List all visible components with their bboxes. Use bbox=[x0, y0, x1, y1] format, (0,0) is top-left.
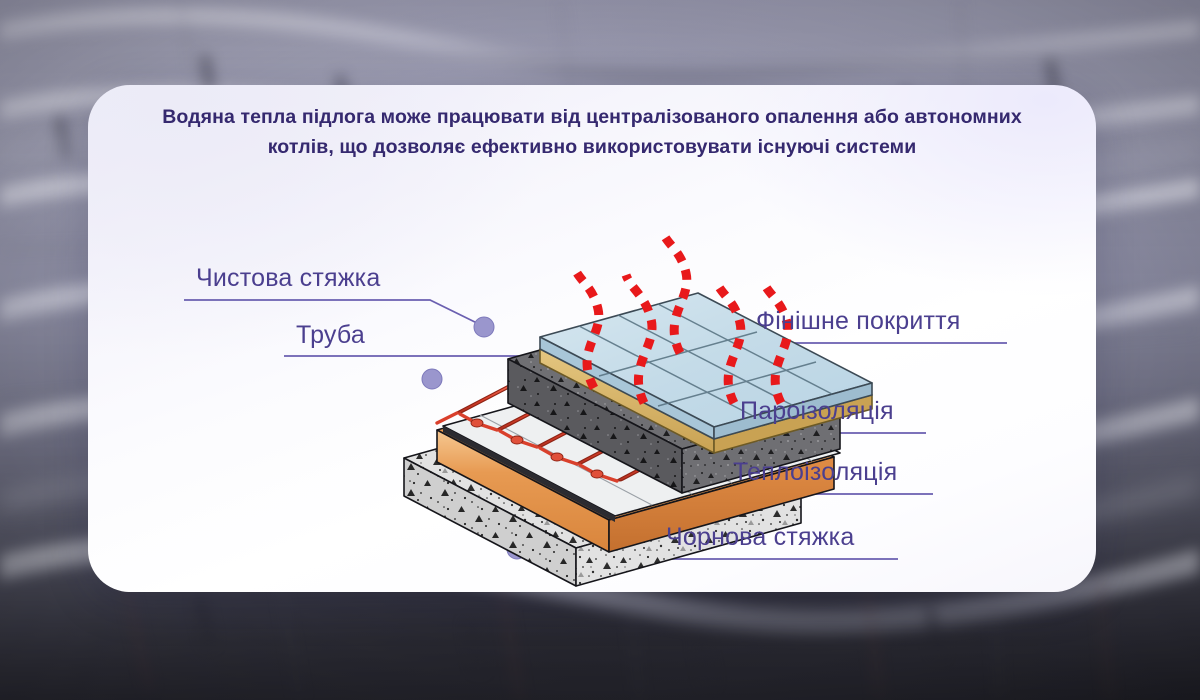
label-pipe: Труба bbox=[296, 321, 365, 349]
anchor-dot-pipe bbox=[421, 368, 443, 390]
label-vapour-barrier: Пароізоляція bbox=[740, 397, 894, 425]
anchor-dot-finish-screed bbox=[473, 316, 495, 338]
label-thermal-insulation: Теплоізоляція bbox=[733, 458, 898, 486]
heat-arrow-1 bbox=[570, 266, 604, 391]
label-finish-covering: Фінішне покриття bbox=[756, 307, 961, 335]
content-card: Водяна тепла підлога може працювати від … bbox=[88, 85, 1096, 592]
label-finish-screed: Чистова стяжка bbox=[196, 264, 381, 292]
heat-arrow-3 bbox=[658, 230, 692, 356]
floor-layers-diagram bbox=[403, 230, 873, 587]
heading-line-2: котлів, що дозволяє ефективно використов… bbox=[267, 135, 917, 158]
heat-arrow-5 bbox=[759, 280, 793, 406]
heat-arrow-2 bbox=[621, 273, 657, 405]
heat-arrows bbox=[570, 230, 793, 406]
leader-finish-screed bbox=[184, 299, 484, 327]
page-title: Водяна тепла підлога може працювати від … bbox=[142, 103, 1042, 162]
heading-line-1: Водяна тепла підлога може працювати від … bbox=[162, 106, 1022, 128]
label-rough-screed: Чорнова стяжка bbox=[666, 523, 855, 551]
heat-arrow-4 bbox=[712, 280, 746, 406]
